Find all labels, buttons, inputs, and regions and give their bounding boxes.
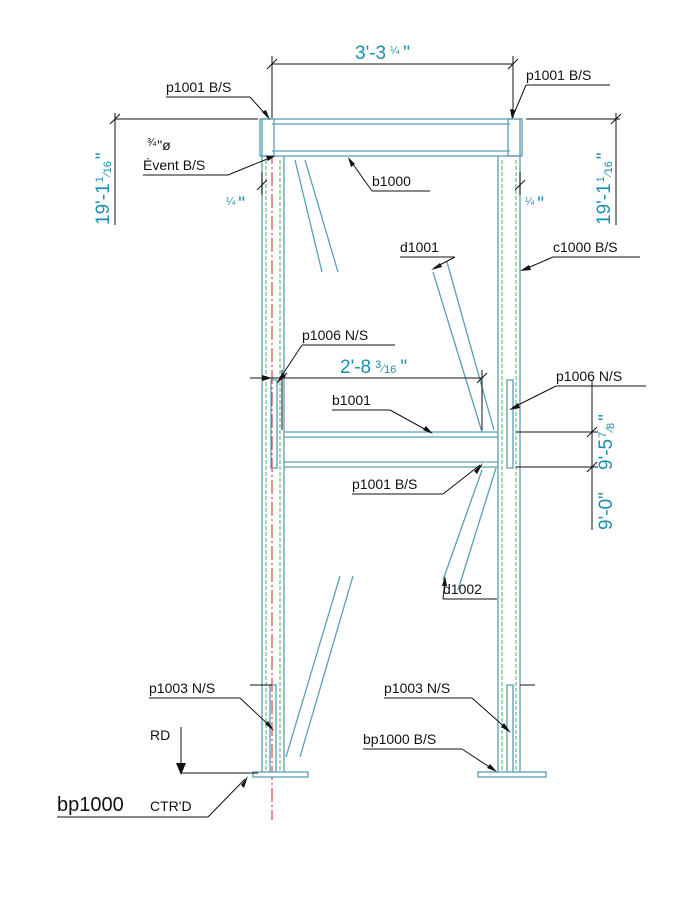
dim-height-right: 19'-11⁄16" [526,113,622,225]
callout-p1003-right: p1003 N/S [384,680,535,733]
callout-p1001-top-left: p1001 B/S [166,79,270,120]
svg-text:p1003 N/S: p1003 N/S [384,680,450,696]
callout-bp1000-right: bp1000 B/S [363,731,497,772]
dim-elevations: 9'-57⁄8" 9'-0" [516,380,617,530]
svg-text:p1001 B/S: p1001 B/S [526,67,591,83]
callout-d1001: d1001 [400,239,456,270]
svg-text:bp1000: bp1000 [57,794,124,816]
callout-d1002: d1002 [442,576,497,600]
dim-elev-lower-text: 9'-0" [596,492,617,530]
svg-text:p1006 N/S: p1006 N/S [302,327,368,343]
base-plate-right [477,771,547,778]
dim-gap-left: ¼" [226,172,268,215]
callout-p1006-left: p1006 N/S [277,327,395,383]
callout-p1001-top-right: p1001 B/S [510,67,610,119]
brace-upper-left [294,159,339,273]
svg-text:¾"ø: ¾"ø [147,137,171,153]
base-plate-left [252,771,309,778]
callout-vent: ¾"ø Évent B/S [143,137,275,176]
svg-text:p1001 B/S: p1001 B/S [352,476,417,492]
callout-p1006-right: p1006 N/S [509,368,646,410]
svg-text:b1001: b1001 [332,392,371,408]
dim-height-left: 19'-11⁄16" [93,113,258,225]
callout-b1000: b1000 [348,157,430,192]
callout-b1001: b1001 [332,392,433,434]
callout-c1000: c1000 B/S [520,239,640,271]
svg-text:d1002: d1002 [443,581,482,597]
callout-p1003-left: p1003 N/S [149,680,274,731]
svg-text:CTR'D: CTR'D [150,798,192,814]
callout-bp1000-main: bp1000 CTR'D [57,776,248,818]
brace-d1002 [442,467,497,591]
dim-height-right-text: 19'-11⁄16" [594,152,615,225]
left-column [261,150,285,820]
brace-lower-left [285,575,354,758]
svg-text:d1001: d1001 [400,239,439,255]
svg-text:p1003 N/S: p1003 N/S [149,680,215,696]
plate-p1006-left [270,379,278,469]
svg-text:p1001 B/S: p1001 B/S [166,79,231,95]
dim-elev-upper-text: 9'-57⁄8" [596,414,617,470]
svg-text:c1000 B/S: c1000 B/S [553,239,618,255]
svg-text:Évent B/S: Évent B/S [143,157,205,173]
dim-height-left-text: 19'-11⁄16" [93,152,114,225]
callout-p1001-mid: p1001 B/S [352,463,483,495]
svg-text:b1000: b1000 [372,173,411,189]
plate-p1003-left [269,684,277,774]
top-beam-b1000 [259,118,523,157]
mid-beam-b1001 [284,431,498,468]
svg-text:RD: RD [150,727,170,743]
brace-d1001 [432,261,495,433]
svg-text:bp1000 B/S: bp1000 B/S [363,731,436,747]
plate-p1006-right [506,379,514,469]
dim-gap-left-text: ¼" [226,194,245,215]
svg-text:p1006 N/S: p1006 N/S [556,368,622,384]
dim-gap-right: ¼" [514,172,544,215]
callout-rd: RD [150,727,258,775]
right-column [497,150,521,775]
dim-gap-right-text: ¼" [525,194,544,215]
